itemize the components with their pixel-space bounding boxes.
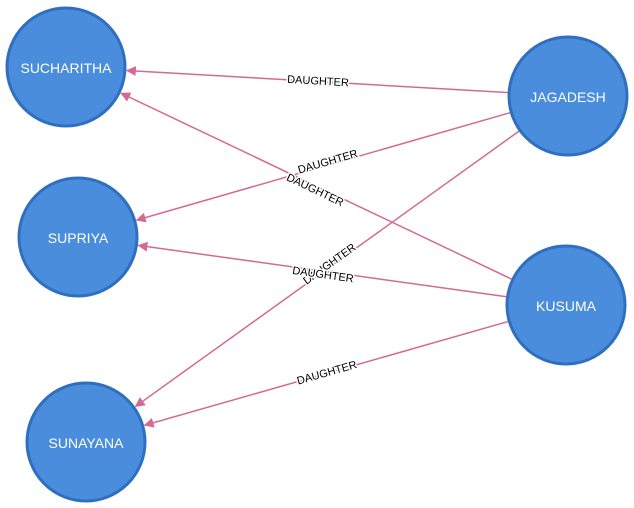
edge-arrow: [120, 92, 514, 281]
edge-kusuma-supriya: DAUGHTER: [137, 241, 508, 298]
edge-jagadesh-supriya: DAUGHTER: [135, 111, 512, 223]
node-label: SUCHARITHA: [20, 60, 112, 76]
edge-label: DAUGHTER: [296, 359, 359, 387]
edges-layer: DAUGHTERDAUGHTERDAUGHTERDAUGHTERDAUGHTER…: [120, 66, 521, 428]
node-circle[interactable]: [507, 35, 629, 157]
edge-arrow: [134, 129, 521, 408]
edge-arrow: [135, 111, 512, 223]
edge-jagadesh-sunayana: DAUGHTER: [134, 129, 521, 408]
edge-arrow: [125, 66, 510, 94]
node-label: JAGADESH: [530, 89, 605, 105]
edge-arrow: [137, 241, 508, 298]
edge-label: DAUGHTER: [297, 148, 360, 177]
node-circle[interactable]: [5, 6, 127, 128]
node-label: SUNAYANA: [49, 435, 125, 451]
edge-label: DAUGHTER: [287, 74, 349, 90]
edge-kusuma-sunayana: DAUGHTER: [143, 320, 510, 428]
node-label: SUPRIYA: [48, 230, 109, 246]
node-kusuma[interactable]: KUSUMA: [505, 244, 627, 366]
node-circle[interactable]: [505, 244, 627, 366]
nodes-layer: SUCHARITHA SUPRIYA SUNAYANA JAGADESH KUSUMA: [5, 6, 629, 503]
edge-arrow: [143, 320, 510, 428]
node-circle[interactable]: [17, 176, 139, 298]
edge-label: DAUGHTER: [284, 172, 345, 209]
node-circle[interactable]: [25, 381, 147, 503]
node-jagadesh[interactable]: JAGADESH: [507, 35, 629, 157]
node-supriya[interactable]: SUPRIYA: [17, 176, 139, 298]
edge-jagadesh-sucharitha: DAUGHTER: [125, 66, 510, 94]
node-label: KUSUMA: [536, 298, 597, 314]
node-sunayana[interactable]: SUNAYANA: [25, 381, 147, 503]
node-sucharitha[interactable]: SUCHARITHA: [5, 6, 127, 128]
